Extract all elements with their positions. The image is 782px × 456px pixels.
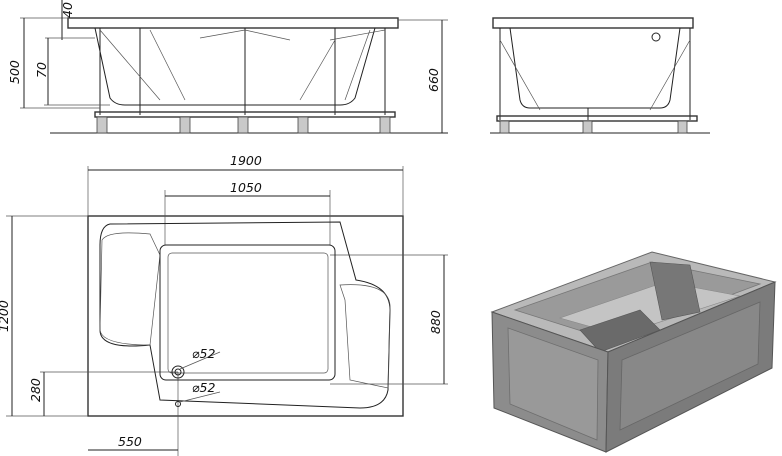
- plan-view: 1900 1050 1200 880 280 550 ⌀52 ⌀52: [0, 153, 448, 456]
- side-elevation-long: 40 500 70 660: [7, 0, 448, 134]
- dim-70-label: 70: [34, 62, 49, 78]
- dim-280-label: 280: [28, 378, 43, 402]
- dim-1050-label: 1050: [230, 180, 262, 195]
- drain-diameter-label-1: ⌀52: [192, 346, 215, 361]
- dim-550-label: 550: [118, 434, 142, 449]
- bathtub-3d-render: [490, 251, 777, 453]
- dim-40-label: 40: [60, 2, 75, 18]
- dim-880-label: 880: [428, 310, 443, 334]
- dim-660-label: 660: [426, 68, 441, 92]
- dim-500-label: 500: [7, 60, 22, 84]
- dim-1200-label: 1200: [0, 300, 11, 332]
- side-elevation-short: [490, 17, 710, 134]
- drain-diameter-label-2: ⌀52: [192, 380, 215, 395]
- dim-1900-label: 1900: [230, 153, 262, 168]
